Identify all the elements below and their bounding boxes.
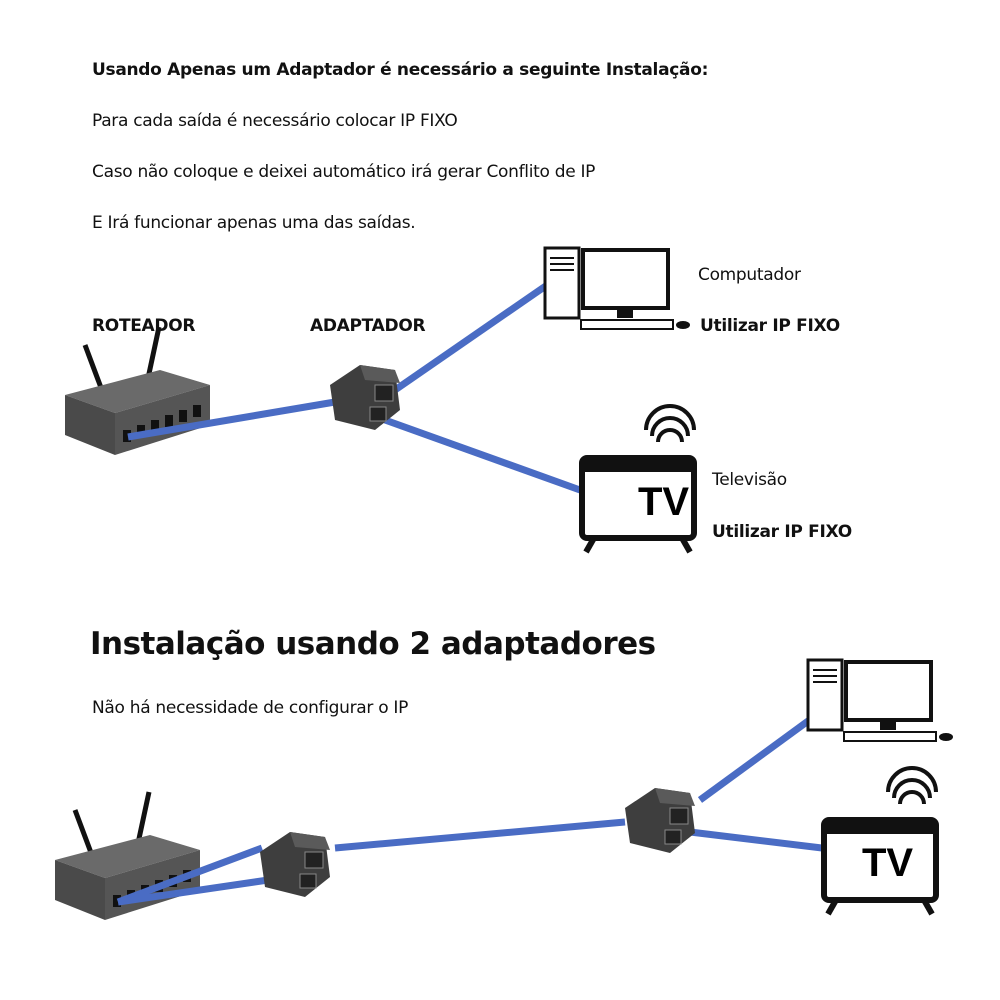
tv-icon	[582, 406, 694, 552]
computer-label: Computador	[698, 265, 801, 285]
tv-note: Utilizar IP FIXO	[712, 522, 852, 542]
adapter-icon	[259, 831, 331, 898]
adapter-icon	[624, 787, 696, 854]
tv-screen-text: TV	[862, 841, 913, 885]
instruction-line: Para cada saída é necessário colocar IP …	[92, 111, 458, 131]
computer-note: Utilizar IP FIXO	[700, 316, 840, 336]
computer-icon	[806, 658, 955, 743]
router-label: ROTEADOR	[92, 316, 196, 336]
section2-title: Instalação usando 2 adaptadores	[90, 626, 656, 662]
ethernet-cable	[127, 280, 582, 494]
instruction-line: E Irá funcionar apenas uma das saídas.	[92, 213, 416, 233]
adapter-label: ADAPTADOR	[310, 316, 426, 336]
section2-subtitle: Não há necessidade de configurar o IP	[92, 698, 409, 718]
ethernet-cable	[116, 702, 856, 906]
section1-title: Usando Apenas um Adaptador é necessário …	[92, 60, 709, 80]
instruction-line: Caso não coloque e deixei automático irá…	[92, 162, 596, 182]
tv-label: Televisão	[712, 470, 787, 490]
tv-screen-text: TV	[638, 480, 689, 524]
computer-icon	[543, 246, 692, 331]
